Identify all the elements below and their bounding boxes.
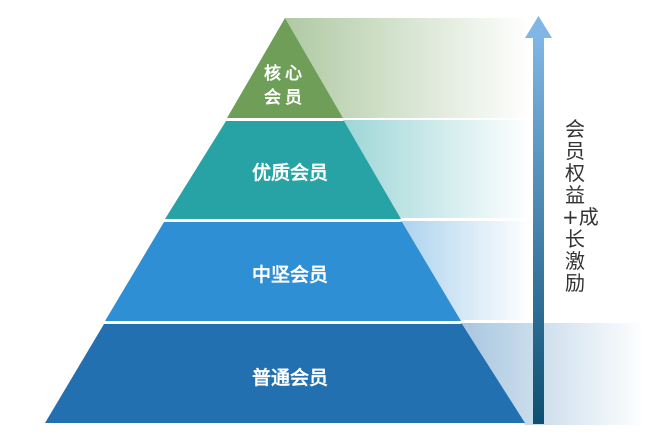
tier-core-label: 核心会员 bbox=[264, 64, 306, 108]
tier-premium bbox=[165, 121, 401, 219]
growth-arrow-label: 会员权益+成长激励 bbox=[562, 117, 599, 295]
tier-premium-shade bbox=[343, 120, 530, 218]
tier-backbone-label: 中坚会员 bbox=[251, 264, 328, 286]
growth-arrow-head bbox=[525, 16, 552, 38]
tier-backbone bbox=[105, 222, 461, 321]
growth-arrow-shaft bbox=[533, 36, 544, 424]
tier-premium-label: 优质会员 bbox=[251, 162, 328, 184]
tier-backbone-shade bbox=[400, 221, 530, 320]
tier-core bbox=[227, 18, 343, 118]
tier-core-shade bbox=[285, 18, 530, 118]
tier-regular-shade bbox=[460, 323, 645, 425]
tier-regular-label: 普通会员 bbox=[251, 367, 328, 389]
tier-regular bbox=[45, 324, 525, 423]
